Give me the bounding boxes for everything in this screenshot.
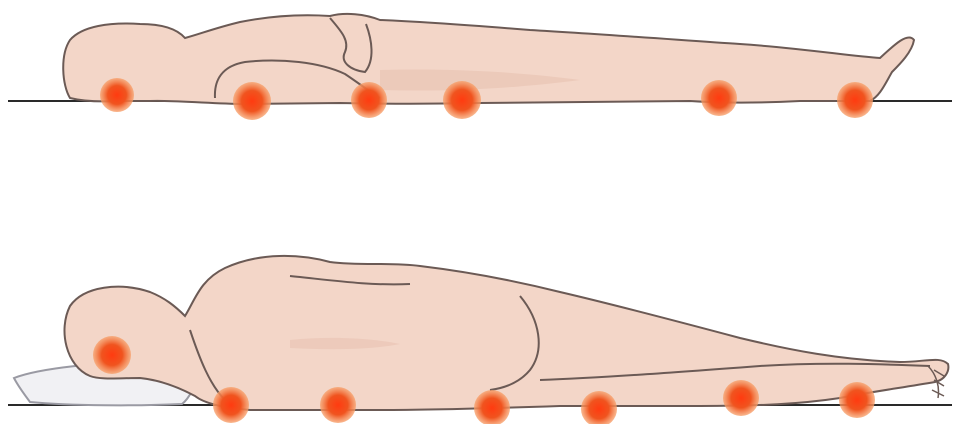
- pressure-point-shoulder-blade: [233, 82, 271, 120]
- pressure-point-head: [93, 336, 131, 374]
- pressure-point-heel: [837, 82, 873, 118]
- pressure-point-head: [100, 78, 134, 112]
- pressure-point-sacrum: [443, 81, 481, 119]
- pressure-point-ankle: [839, 382, 875, 418]
- supine-figure: [8, 14, 952, 104]
- pressure-point-knee: [723, 380, 759, 416]
- supine-body: [63, 14, 914, 104]
- pressure-point-elbow: [320, 387, 356, 423]
- lateral-figure: [8, 256, 952, 410]
- pressure-point-shoulder: [213, 387, 249, 423]
- pressure-point-calf: [701, 80, 737, 116]
- pressure-point-elbow: [351, 82, 387, 118]
